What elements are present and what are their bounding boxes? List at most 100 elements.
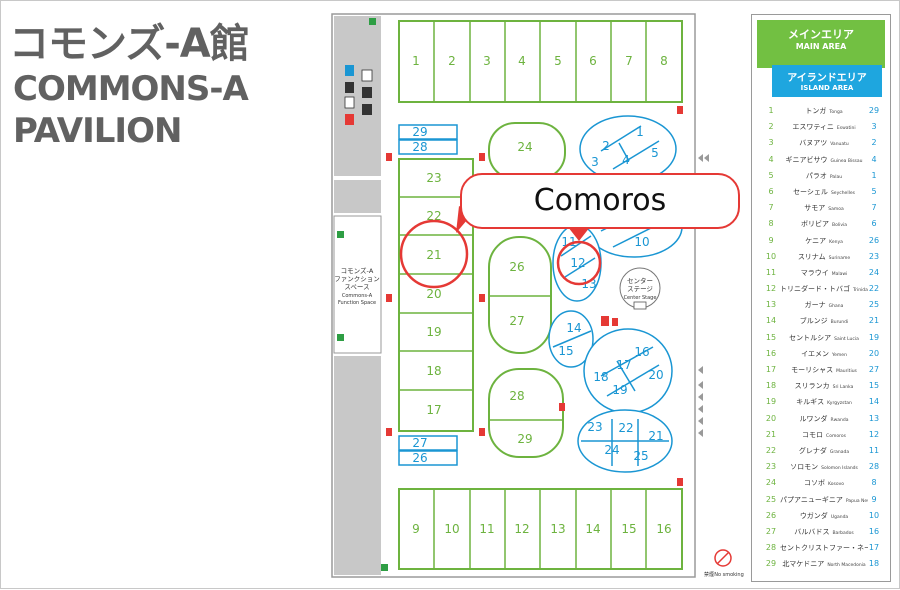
legend-country-en: Uganda — [830, 514, 849, 520]
booth-17-label: 17 — [426, 403, 441, 417]
no-smoking-sign: 禁煙 No smoking — [704, 549, 744, 578]
extinguisher-icon — [479, 153, 485, 161]
legend-island-number: 3 — [871, 122, 877, 132]
legend-country-jp: パラオ — [805, 171, 827, 180]
small-booth-27-label: 27 — [412, 436, 427, 450]
exit-sign-icon — [337, 231, 344, 238]
legend-island-number: 8 — [871, 478, 877, 488]
extinguisher-icon — [559, 403, 565, 411]
legend-country-jp: ブルンジ — [799, 317, 828, 326]
island-3-booth-11: 11 — [561, 235, 576, 249]
legend-booth-number: 15 — [765, 332, 777, 342]
booth-16-label: 16 — [656, 522, 671, 536]
legend-island-number: 28 — [868, 462, 880, 472]
island-5-booth-20: 20 — [648, 368, 663, 382]
legend-island-number: 12 — [868, 429, 880, 439]
restroom-area — [334, 16, 381, 176]
entrance-arrows — [698, 154, 709, 437]
legend-island-number: 22 — [868, 284, 880, 294]
island-4-booth-14: 14 — [566, 321, 581, 335]
legend-island-number: 15 — [868, 381, 880, 391]
legend-island-number: 7 — [871, 203, 877, 213]
legend-island-number: 2 — [871, 138, 877, 148]
legend-booth-number: 4 — [768, 154, 774, 164]
exit-sign-icon — [381, 564, 388, 571]
legend-island-number: 20 — [868, 348, 880, 358]
booth-14-label: 14 — [585, 522, 600, 536]
legend-island-number: 11 — [868, 445, 880, 455]
bottom-booth-row: 9 10 11 12 13 14 15 16 — [398, 488, 683, 570]
legend-country-jp: バヌアツ — [799, 139, 828, 148]
legend-island-number: 14 — [868, 397, 880, 407]
booth-29-label: 29 — [517, 432, 532, 446]
booth-23-label: 23 — [426, 171, 441, 185]
booth-3-label: 3 — [483, 54, 491, 68]
legend-island-number: 17 — [868, 543, 880, 553]
legend-country-en: Vanuatu — [830, 142, 849, 148]
pavilion-title-en-line2: PAVILION — [13, 111, 182, 151]
callout-pointer-right — [568, 227, 590, 241]
left-small-booths: 29 28 27 26 — [398, 124, 458, 466]
stage-platform-icon — [633, 301, 647, 310]
legend-country-en: Samoa — [828, 207, 844, 213]
legend-island-number: 9 — [871, 494, 877, 504]
booth-1-label: 1 — [412, 54, 420, 68]
legend-country-jp: セントクリストファー・ネービス — [780, 544, 868, 553]
legend-booth-number: 6 — [768, 186, 774, 196]
island-1-booth-3: 3 — [591, 155, 599, 169]
legend-country-jp: イエメン — [801, 349, 829, 358]
baby-care-icon — [362, 87, 372, 98]
legend-country-jp: エスワティニ — [792, 123, 834, 132]
island-6-booth-22: 22 — [618, 421, 633, 435]
legend-booth-number: 24 — [765, 478, 777, 488]
booth-7-label: 7 — [625, 54, 633, 68]
legend-booth-number: 27 — [765, 526, 777, 536]
island-2-booth-10: 10 — [634, 235, 649, 249]
island-6-booth-25: 25 — [633, 449, 648, 463]
female-restroom-icon — [345, 114, 354, 125]
island-6-booth-21: 21 — [648, 429, 663, 443]
legend-country-en: Barbados — [832, 530, 854, 536]
island-1: 1 2 3 4 5 — [579, 115, 677, 183]
legend-booth-number: 17 — [765, 365, 777, 374]
function-space-label-jp1: コモンズ-A — [341, 266, 374, 275]
legend-country-en: Solomon Islands — [821, 466, 858, 472]
legend-booth-number: 8 — [768, 219, 774, 229]
legend-country-name: トリニダード・トバゴTrinidad and Tobago — [780, 284, 868, 294]
legend-country-jp: ソロモン — [790, 463, 819, 472]
booth-28-label: 28 — [509, 389, 524, 403]
legend-country-jp: ギニアビサウ — [785, 155, 828, 164]
legend-country-jp: コモロ — [802, 430, 824, 439]
extinguisher-icon — [479, 428, 485, 436]
legend-country-jp: パプアニューギニア — [780, 495, 843, 504]
legend-island-number: 18 — [868, 559, 880, 569]
restroom-icons — [344, 65, 373, 125]
extinguisher-icon — [386, 294, 392, 302]
legend-island-area-jp: アイランドエリア — [787, 73, 867, 84]
legend-country-jp: ボリビア — [800, 220, 829, 229]
legend-booth-number: 16 — [765, 348, 777, 358]
legend-booth-number: 12 — [765, 284, 777, 294]
island-5-booth-18: 18 — [593, 370, 608, 384]
legend-booth-number: 18 — [765, 381, 777, 391]
legend-country-jp: キルギス — [796, 398, 825, 407]
